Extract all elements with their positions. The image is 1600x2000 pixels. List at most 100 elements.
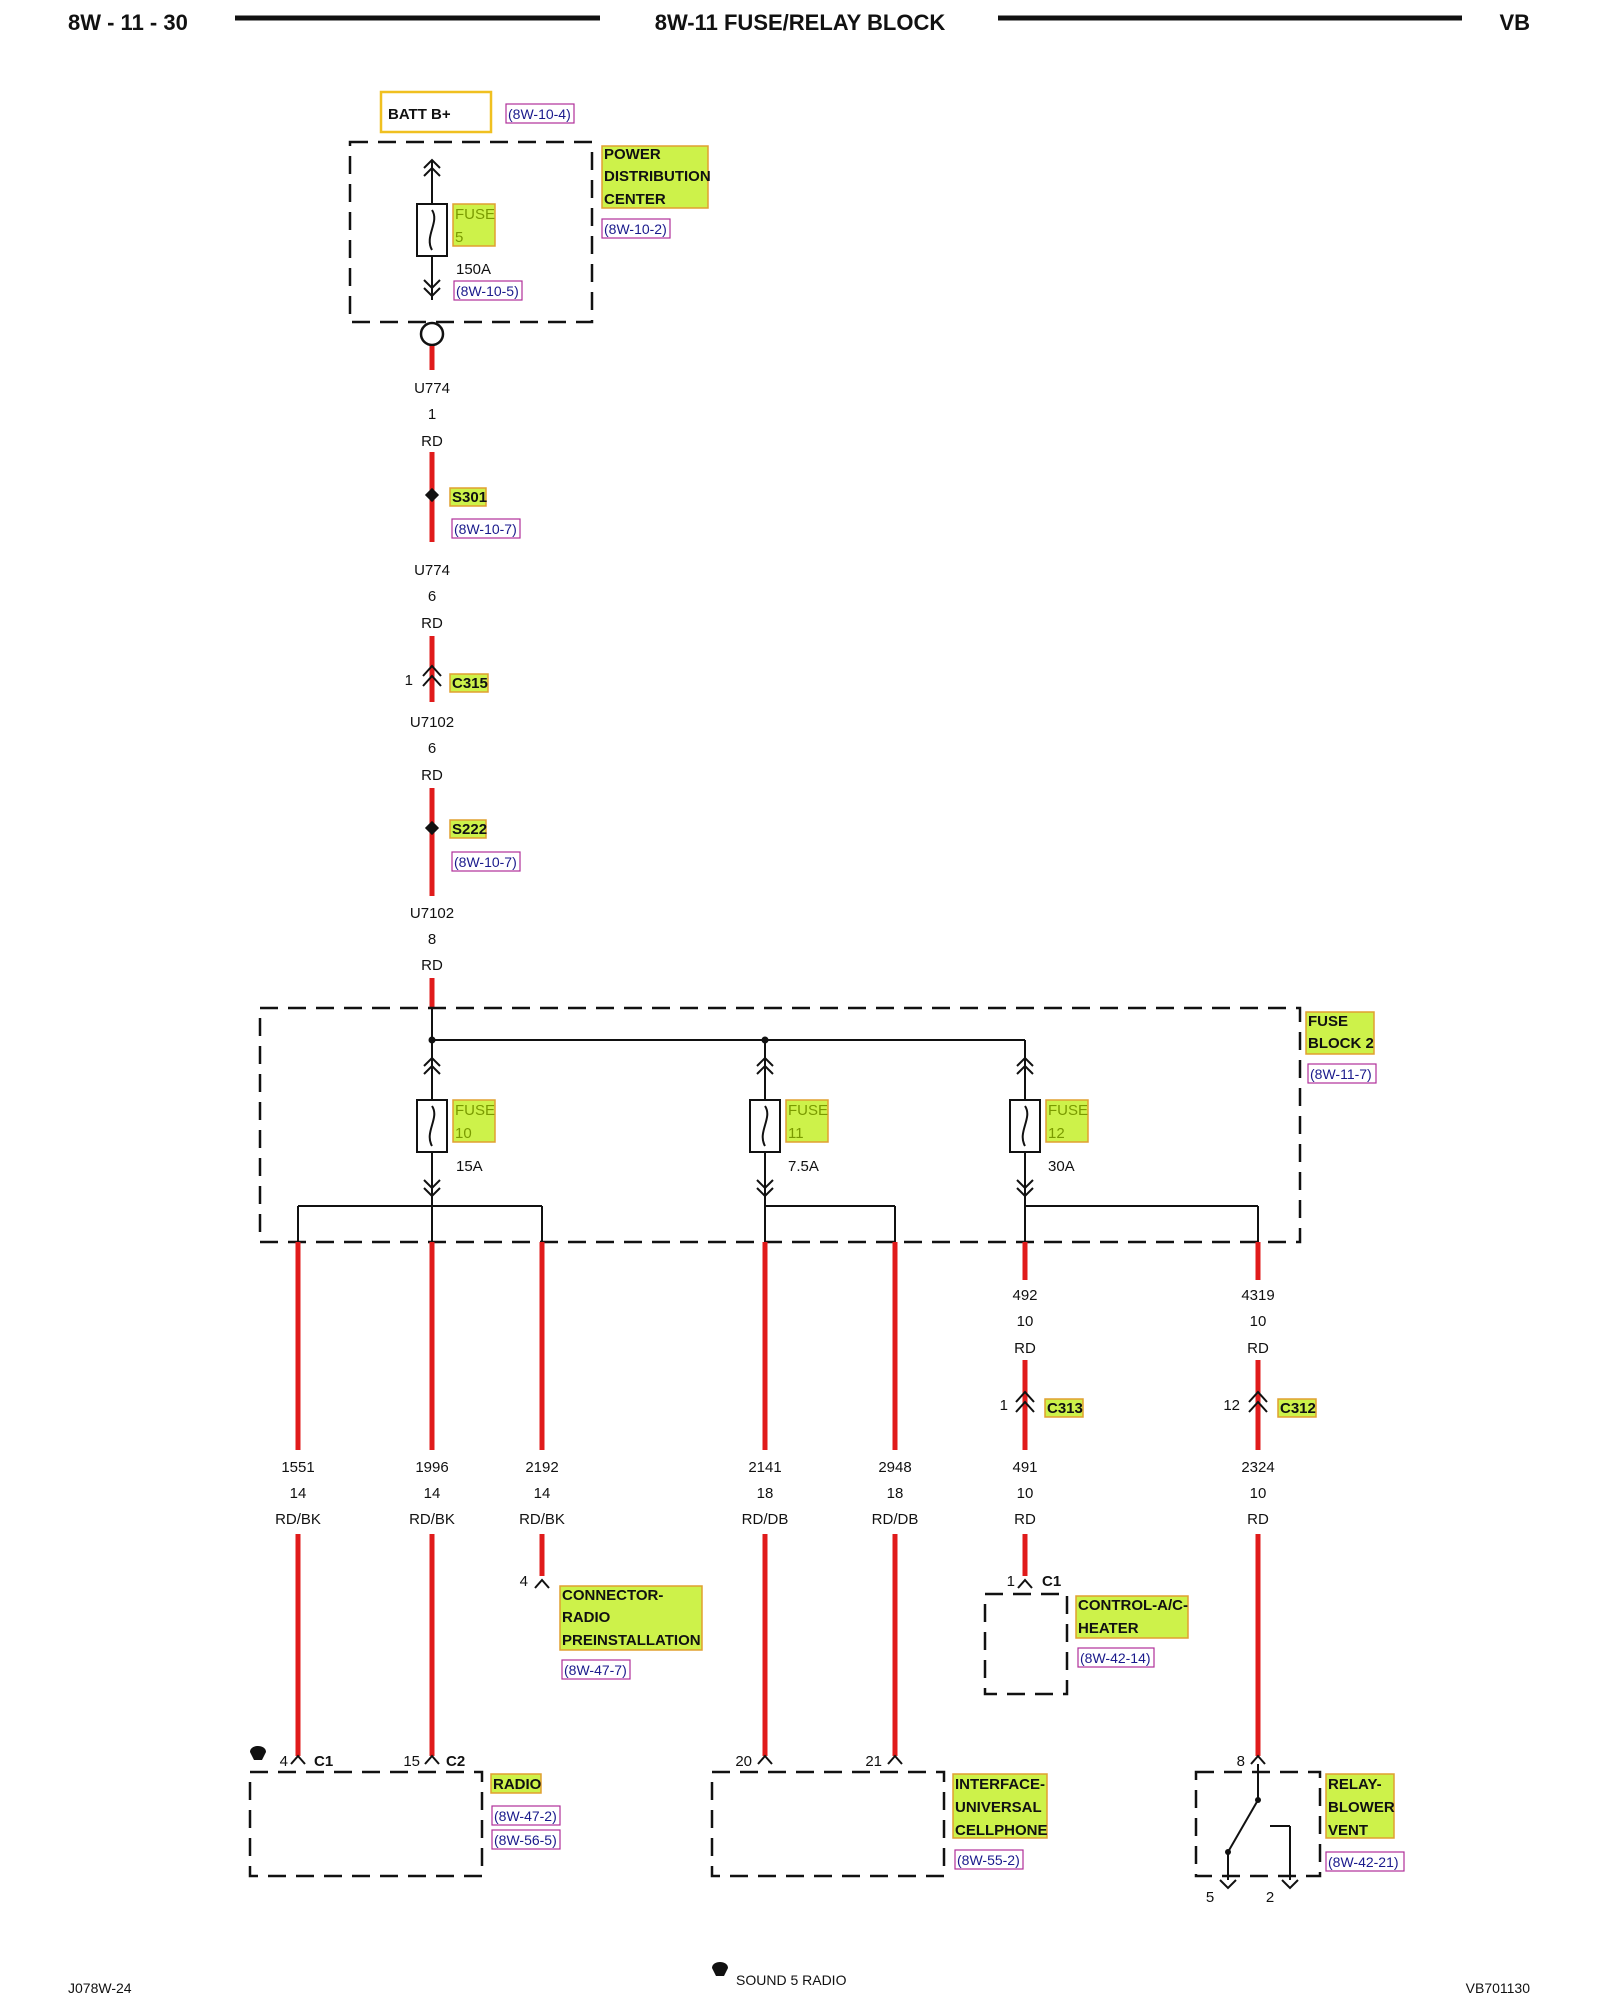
splice-s301-label[interactable]: S301 [452,489,487,506]
fuse10-top-connector-icon [423,1056,441,1075]
interface-universal-cellphone: 20 21 INTERFACE- UNIVERSAL CELLPHONE (8W… [710,1753,1048,1878]
fuse10-element-icon [428,1105,436,1147]
relay-pin-bottom-2: 2 [1266,1889,1274,1906]
interface-label-bg [952,1773,1048,1839]
control-ac-ref[interactable]: (8W-42-14) [1080,1650,1151,1666]
fuse5-top-connector-icon [423,158,441,177]
fuse5-label-bg [452,203,496,247]
page-title: 8W-11 FUSE/RELAY BLOCK [655,10,946,35]
connector-c312-icon [1248,1390,1268,1413]
pdc-ref[interactable]: (8W-10-2) [604,221,667,237]
radio-pin-1: 4 [280,1753,288,1770]
connector-radio-ref[interactable]: (8W-47-7) [564,1662,627,1678]
relay-label-1[interactable]: RELAY- [1328,1776,1382,1793]
sound5-radio-legend-icon [250,1746,266,1760]
fuse5-bottom-connector-icon [423,279,441,298]
radio-outline [248,1770,484,1878]
branch-491-gauge: 10 [1017,1485,1034,1502]
circuit-492-gauge: 10 [1017,1313,1034,1330]
fuse5-ref-box [453,280,523,301]
splice-s301-ref[interactable]: (8W-10-7) [454,521,517,537]
relay-ref[interactable]: (8W-42-21) [1328,1854,1399,1870]
batt-label: BATT B+ [388,106,451,123]
branch-2324-circuit: 2324 [1241,1459,1274,1476]
branch-1996-circuit: 1996 [415,1459,448,1476]
control-ac-heater: 1 C1 CONTROL-A/C- HEATER (8W-42-14) [983,1573,1189,1696]
interface-pin-2: 21 [865,1753,882,1770]
connector-c315-icon [422,664,442,687]
pdc-label-2[interactable]: DISTRIBUTION [604,168,711,185]
control-ac-label-1[interactable]: CONTROL-A/C- [1078,1597,1188,1614]
relay-label-2[interactable]: BLOWER [1328,1799,1395,1816]
connector-radio-label-1[interactable]: CONNECTOR- [562,1587,663,1604]
fuse5-amp: 150A [456,261,491,278]
feed-circuit-3: U7102 [410,714,454,731]
control-ac-outline [983,1592,1069,1696]
radio-ref-2-box [491,1829,561,1850]
relay-pin5-connector-icon [1219,1879,1237,1890]
fuse11-label-1: FUSE [788,1102,828,1119]
interface-ref[interactable]: (8W-55-2) [957,1852,1020,1868]
fuse11-bottom-connector-icon [756,1179,774,1198]
branch-2192-gauge: 14 [534,1485,551,1502]
circuit-4319-id: 4319 [1241,1287,1274,1304]
connector-radio-pin: 4 [520,1573,528,1590]
pdc-label-1[interactable]: POWER [604,146,661,163]
interface-label-3[interactable]: CELLPHONE [955,1822,1048,1839]
connector-radio-preinstallation: 4 CONNECTOR- RADIO PREINSTALLATION (8W-4… [520,1573,703,1680]
fuse-block-ref[interactable]: (8W-11-7) [1310,1066,1372,1082]
connector-c313-label[interactable]: C313 [1047,1400,1083,1417]
feed-color-2: RD [421,615,443,632]
connector-c313-bg [1044,1398,1084,1418]
fuse-block-label-1[interactable]: FUSE [1308,1013,1348,1030]
fuse5-label-2: 5 [455,229,463,246]
branch-2192-color: RD/BK [519,1511,565,1528]
control-ac-pin: 1 [1007,1573,1015,1590]
relay-blower-vent: 8 5 2 RELAY- BLOWER VENT (8W-42-21) [1194,1753,1405,1906]
fuse-block-label-2[interactable]: BLOCK 2 [1308,1035,1374,1052]
circuit-4319-upper: 4319 10 RD 12 C312 [1223,1242,1317,1450]
radio-ref-1[interactable]: (8W-47-2) [494,1808,557,1824]
connector-pin-icon [424,1754,440,1765]
fuse12-amp: 30A [1048,1158,1075,1175]
relay-switch-arm-icon [1227,1799,1259,1853]
fuse5-ref[interactable]: (8W-10-5) [456,283,519,299]
pdc-label-3[interactable]: CENTER [604,191,666,208]
fuse11-top-connector-icon [756,1056,774,1075]
fuse12-label-bg [1045,1099,1089,1143]
connector-c312-label[interactable]: C312 [1280,1400,1316,1417]
connector-radio-label-2[interactable]: RADIO [562,1609,611,1626]
feed-gauge-3: 6 [428,740,436,757]
pdc-ref-box [601,218,671,239]
interface-label-2[interactable]: UNIVERSAL [955,1799,1042,1816]
fuse5-element-icon [428,209,436,251]
pdc-label-bg [601,145,709,209]
connector-radio-label-3[interactable]: PREINSTALLATION [562,1632,701,1649]
fuse11-amp: 7.5A [788,1158,819,1175]
relay-label-bg [1325,1773,1395,1839]
branch-2948-gauge: 18 [887,1485,904,1502]
branch-1551-circuit: 1551 [281,1459,314,1476]
feed-gauge-4: 8 [428,931,436,948]
splice-s222-bg [449,819,487,839]
batt-ref[interactable]: (8W-10-4) [508,106,571,122]
batt-source: BATT B+ (8W-10-4) [379,90,575,134]
branch-2324-gauge: 10 [1250,1485,1267,1502]
connector-c315-label[interactable]: C315 [452,675,488,692]
interface-label-1[interactable]: INTERFACE- [955,1776,1045,1793]
relay-label-3[interactable]: VENT [1328,1822,1368,1839]
radio-connector-2: C2 [446,1753,465,1770]
branch-2141-gauge: 18 [757,1485,774,1502]
connector-c312-pin: 12 [1223,1397,1240,1414]
splice-s222-label[interactable]: S222 [452,821,487,838]
sound5-radio-legend-icon [712,1962,728,1976]
splice-s222-ref[interactable]: (8W-10-7) [454,854,517,870]
radio-ref-2[interactable]: (8W-56-5) [494,1832,557,1848]
batt-box [379,90,493,134]
circuit-492-id: 492 [1012,1287,1037,1304]
control-ac-label-2[interactable]: HEATER [1078,1620,1139,1637]
feed-color-3: RD [421,767,443,784]
branch-2192-circuit: 2192 [525,1459,558,1476]
radio-label[interactable]: RADIO [493,1776,542,1793]
main-feed: U774 1 RD S301 (8W-10-7) U774 6 RD 1 C31… [405,346,521,1008]
